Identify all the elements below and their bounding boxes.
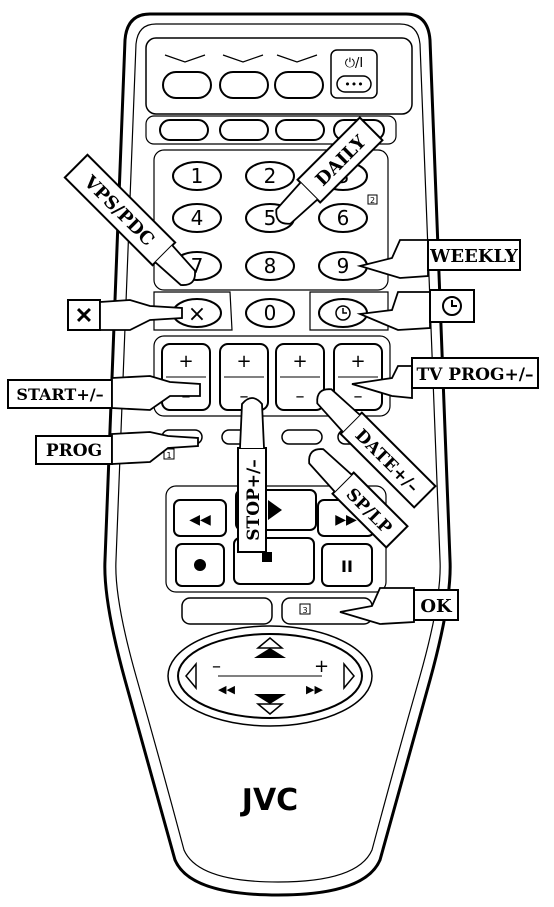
svg-text:–: – xyxy=(296,386,305,407)
callout-weekly-box xyxy=(427,239,521,271)
callout-prog: PROG xyxy=(46,441,102,461)
key-5-label: 5 xyxy=(264,206,277,230)
timer-key-icon xyxy=(335,305,351,321)
key-0-label: 0 xyxy=(264,301,277,325)
key-1 xyxy=(172,161,222,191)
keypad[interactable] xyxy=(172,161,368,328)
top-button-1 xyxy=(162,71,212,99)
svg-text:–: – xyxy=(212,656,221,677)
callout-prog-box xyxy=(35,435,113,465)
mark-3: 3 xyxy=(302,606,307,615)
mark-2-box xyxy=(367,194,378,205)
key-1-label: 1 xyxy=(191,164,204,188)
svg-text:STOP+/–: STOP+/– xyxy=(244,459,264,540)
key-6-label: 6 xyxy=(337,206,350,230)
play-icon xyxy=(268,500,282,520)
callout-start: START+/– xyxy=(16,385,103,404)
nav-ring-outer xyxy=(167,625,373,727)
lower-left-button[interactable] xyxy=(181,597,273,625)
svg-text:▶▶: ▶▶ xyxy=(306,683,323,696)
mark-1: 1 xyxy=(166,451,171,460)
left-arrow-icon[interactable] xyxy=(185,661,197,691)
key-8 xyxy=(245,251,295,281)
top-panel xyxy=(145,37,413,115)
top-color-buttons[interactable] xyxy=(162,71,324,99)
prog-hand xyxy=(111,431,199,465)
svg-text:+: + xyxy=(236,351,251,372)
dots-icon: ••• xyxy=(344,78,363,91)
cancel-hand xyxy=(99,299,183,331)
key-9-label: 9 xyxy=(337,254,350,278)
key-0 xyxy=(245,298,295,328)
ffwd-icon: ▶▶ xyxy=(335,512,357,528)
key-4-label: 4 xyxy=(191,206,204,230)
ok-hand xyxy=(339,587,415,625)
svg-text:–: – xyxy=(354,386,363,407)
svg-text:+: + xyxy=(350,351,365,372)
rocker-panel xyxy=(153,335,391,417)
stop-icon xyxy=(262,552,272,562)
top-button-3 xyxy=(274,71,324,99)
mark-3-box xyxy=(299,603,311,615)
rewind-button xyxy=(173,499,227,537)
callout-cancel: ✕ xyxy=(75,303,93,329)
callout-timer-icon xyxy=(442,296,462,316)
callout-ok-box xyxy=(413,589,459,621)
callout-weekly: WEEKLY xyxy=(429,246,519,267)
timer-panel xyxy=(309,291,389,331)
pause-icon: II xyxy=(341,557,353,576)
top-button-2 xyxy=(219,71,269,99)
menu-dots-button[interactable] xyxy=(336,75,372,93)
record-icon xyxy=(194,559,206,571)
key-2 xyxy=(245,161,295,191)
power-icon: ⏻/I xyxy=(345,56,364,71)
svg-text:–: – xyxy=(240,386,249,407)
mark-1-box xyxy=(163,448,175,460)
callout-stop: STOP+/– xyxy=(237,397,267,553)
mark-2: 2 xyxy=(370,196,375,205)
right-arrow-icon[interactable] xyxy=(343,661,355,691)
pause-button xyxy=(321,543,373,587)
svg-text:+: + xyxy=(292,351,307,372)
key-8-label: 8 xyxy=(264,254,277,278)
key-6 xyxy=(318,203,368,233)
callout-ok: OK xyxy=(420,596,453,617)
callout-tv-prog-box xyxy=(411,357,539,389)
key-4 xyxy=(172,203,222,233)
cancel-key-icon: × xyxy=(188,302,206,327)
callout-tv-prog: TV PROG+/– xyxy=(417,365,534,385)
svg-text:+: + xyxy=(178,351,193,372)
svg-text:+: + xyxy=(314,656,329,677)
second-row-panel xyxy=(145,115,397,145)
brand-logo: JVC xyxy=(240,783,298,818)
top-wedge-marks xyxy=(164,54,318,63)
svg-text:◀◀: ◀◀ xyxy=(218,683,235,696)
start-hand xyxy=(111,375,201,411)
rewind-icon: ◀◀ xyxy=(189,512,211,528)
key-2-label: 2 xyxy=(264,164,277,188)
